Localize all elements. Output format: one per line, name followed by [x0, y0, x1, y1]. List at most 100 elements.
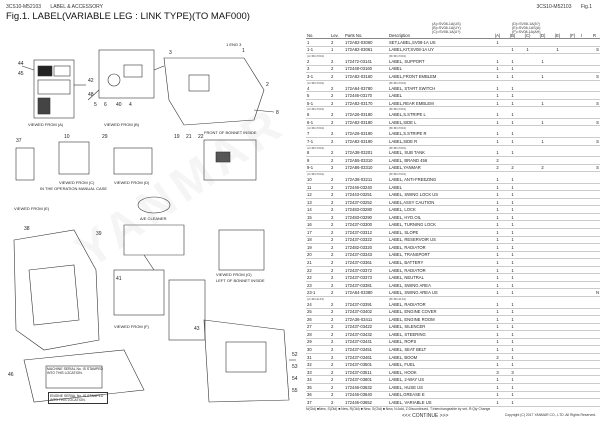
bonnet-part	[107, 73, 121, 87]
cell-qty: 1	[490, 273, 505, 282]
cell-qty	[535, 213, 550, 222]
col-qd: (D)	[535, 32, 550, 39]
cell-lev: 2	[330, 228, 344, 237]
cell-r	[592, 220, 600, 230]
cell-no: 3-1	[306, 72, 330, 81]
cell-r	[592, 205, 600, 214]
cell-qty	[535, 198, 550, 207]
engine-outline	[163, 57, 265, 126]
cell-qty: 3	[505, 368, 520, 377]
cell-qty	[550, 330, 565, 339]
cell-qty: 1	[505, 360, 520, 369]
cell-qty: 1	[490, 266, 505, 275]
cell-no: 1	[306, 38, 330, 47]
cell-qty	[565, 353, 580, 362]
engine-note: 1 ENG 3	[226, 42, 242, 47]
cell-qty	[520, 130, 535, 139]
cell-lev: 2	[330, 111, 344, 119]
seat	[28, 264, 80, 326]
cell-r	[592, 243, 600, 252]
cell-qty: 1	[490, 220, 505, 230]
cell-lev: 2	[330, 205, 344, 214]
cell-qty	[550, 353, 565, 362]
cell-description: LABEL, FUEL	[388, 360, 490, 369]
cell-qty	[535, 156, 550, 165]
continue-link[interactable]: <<< CONTINUE >>>	[402, 413, 449, 419]
col-qb: (B)	[505, 32, 520, 39]
cell-part-no: 172437-03373	[344, 273, 388, 282]
cell-i	[580, 266, 592, 275]
cell-i	[580, 243, 592, 252]
cell-part-no: 172A55-03310	[344, 156, 388, 165]
cell-r: S	[592, 99, 600, 108]
cell-qty	[565, 46, 580, 55]
cell-qty: 1	[505, 338, 520, 347]
cell-qty: 1	[490, 315, 505, 324]
cell-qty	[565, 91, 580, 100]
cell-qty	[550, 99, 565, 108]
cell-qty	[565, 220, 580, 230]
cell-description: LABEL,GREASE E	[388, 391, 490, 400]
cell-part-no: 172A86-03310	[344, 164, 388, 173]
page-title: Fig.1. LABEL(VARIABLE LEG : LINK TYPE)(T…	[6, 11, 250, 22]
cell-qty	[565, 190, 580, 199]
cell-description: LABEL, HOOK	[388, 368, 490, 377]
cell-qty	[565, 273, 580, 282]
cell-no: 29	[306, 338, 330, 347]
cell-qty	[550, 368, 565, 377]
cell-qty: 1	[490, 236, 505, 245]
view-d	[113, 147, 153, 175]
cell-part-no: 172A82-03061	[344, 46, 388, 55]
cell-description: SET,LABEL,SV08-1A US	[388, 38, 490, 47]
cell-lev: 2	[330, 323, 344, 332]
cell-qty: 1	[490, 99, 505, 108]
cell-qty	[565, 111, 580, 119]
cell-qty: 2	[505, 164, 520, 173]
